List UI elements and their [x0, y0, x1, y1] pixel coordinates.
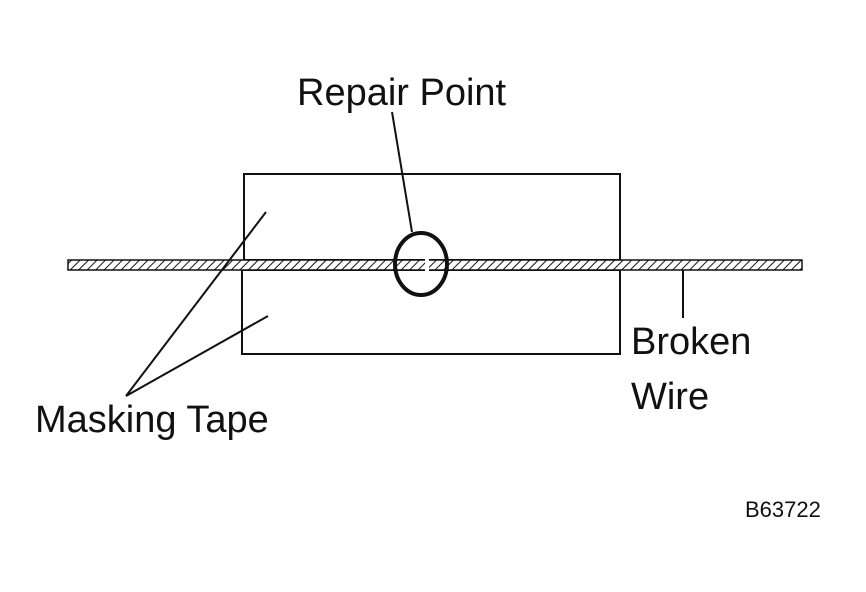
repair-point-circle — [393, 231, 449, 297]
broken-wire-label-line1: Broken — [631, 321, 751, 363]
broken-wire — [67, 259, 803, 271]
masking-tape-leader-lower — [125, 315, 269, 397]
masking-tape-upper — [243, 173, 621, 261]
figure-code-label: B63722 — [745, 497, 821, 522]
masking-tape-label: Masking Tape — [35, 399, 269, 441]
repair-point-label: Repair Point — [297, 72, 507, 114]
broken-wire-label-line2: Wire — [631, 376, 709, 418]
repair-point-leader — [391, 111, 413, 233]
masking-tape-lower — [241, 269, 621, 355]
masking-tape-leader-upper — [125, 211, 267, 397]
